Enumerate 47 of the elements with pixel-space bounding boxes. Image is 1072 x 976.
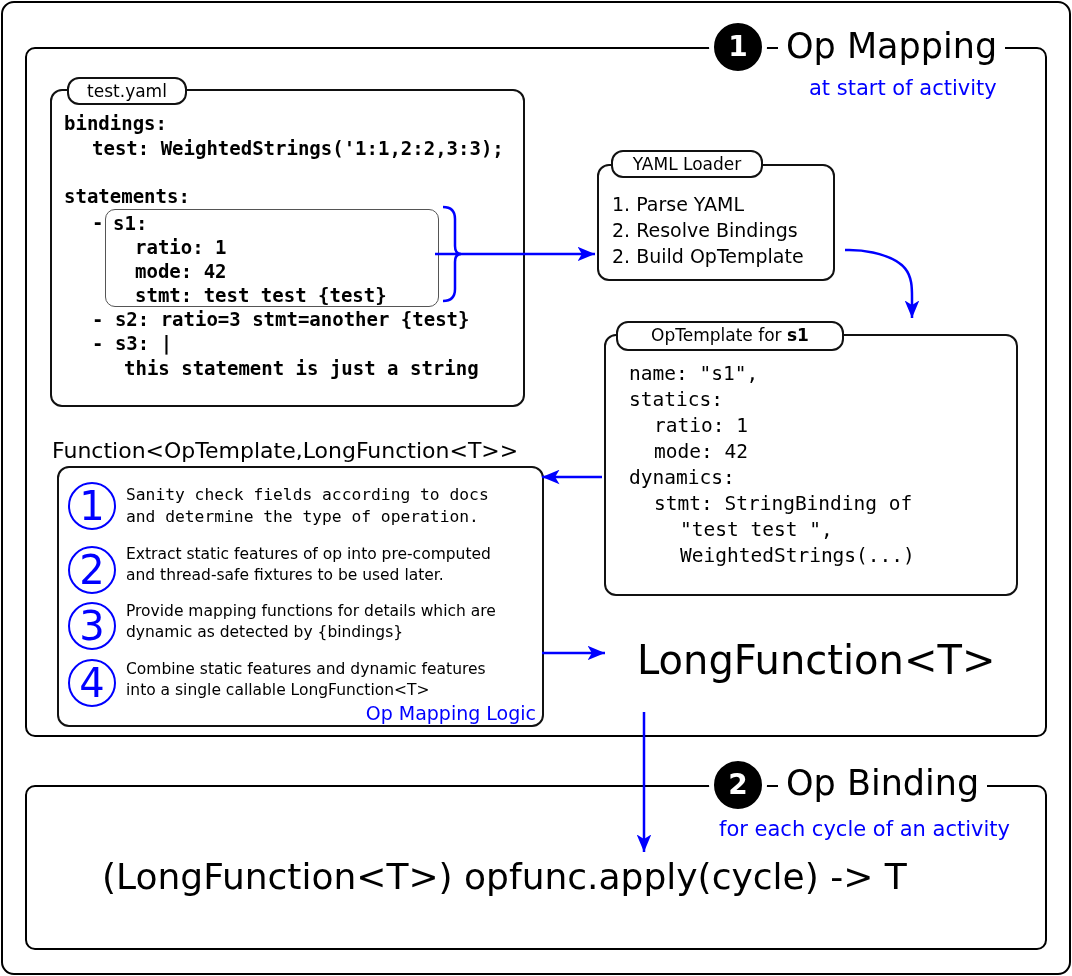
step-number: 3	[78, 604, 106, 648]
code-expression: (LongFunction<T>) opfunc.apply(cycle) -> T	[102, 855, 907, 899]
step-number: 2	[727, 767, 749, 804]
step-number: 4	[78, 661, 106, 705]
arrow	[636, 712, 652, 852]
step-number: 1	[78, 484, 106, 528]
code-line: -	[92, 211, 104, 234]
code-line: mode: 42	[654, 440, 748, 464]
function-signature: Function<OpTemplate,LongFunction<T>>	[52, 438, 519, 465]
arrow	[542, 469, 602, 485]
code-line: ratio: 1	[654, 414, 748, 438]
code-line: mode: 42	[135, 260, 227, 283]
title-tab: OpTemplate for s1	[616, 321, 844, 351]
code-line: "test test ",	[680, 518, 833, 542]
statement-box	[105, 209, 439, 307]
file-tab: test.yaml	[67, 77, 187, 105]
result-type-text: LongFunction<T>	[636, 636, 997, 685]
arrow	[542, 645, 605, 661]
section-subtitle: at start of activity	[809, 76, 997, 102]
code-line: - s2: ratio=3 stmt=another {test}	[92, 308, 470, 331]
code-line: this statement is just a string	[124, 357, 479, 380]
code-line: statements:	[64, 185, 190, 208]
code-line: test: WeightedStrings('1:1,2:2,3:3);	[92, 137, 504, 160]
step-description: Provide mapping functions for details which are dynamic as detected by {bindings}	[126, 601, 497, 643]
section-subtitle: for each cycle of an activity	[719, 817, 1010, 843]
arrow	[845, 248, 920, 318]
code-line: WeightedStrings(...)	[680, 544, 915, 568]
step-text: 2. Resolve Bindings	[612, 219, 798, 242]
step-number: 2	[78, 548, 106, 592]
code-line: stmt: StringBinding of	[654, 492, 913, 516]
code-line: s1:	[113, 212, 148, 235]
card-caption: Op Mapping Logic	[364, 702, 536, 725]
code-line: statics:	[629, 388, 723, 412]
step-description: Combine static features and dynamic features into a single callable LongFunction<T>	[126, 659, 487, 701]
code-line: ratio: 1	[135, 236, 227, 259]
code-line: stmt: test test {test}	[135, 284, 387, 307]
step-number: 1	[727, 29, 749, 66]
code-line: name: "s1",	[629, 362, 759, 386]
code-line: bindings:	[64, 112, 167, 135]
arrow	[435, 246, 595, 262]
step-description: Extract static features of op into pre-computed and thread-safe fixtures to be used later.	[126, 544, 492, 586]
code-line: dynamics:	[629, 466, 735, 490]
code-line: - s3: |	[92, 332, 173, 355]
title-tab: YAML Loader	[611, 150, 763, 178]
step-text: 2. Build OpTemplate	[612, 245, 804, 268]
step-description: Sanity check fields according to docs and determine the type of operation.	[126, 484, 490, 528]
step-text: 1. Parse YAML	[612, 193, 744, 216]
